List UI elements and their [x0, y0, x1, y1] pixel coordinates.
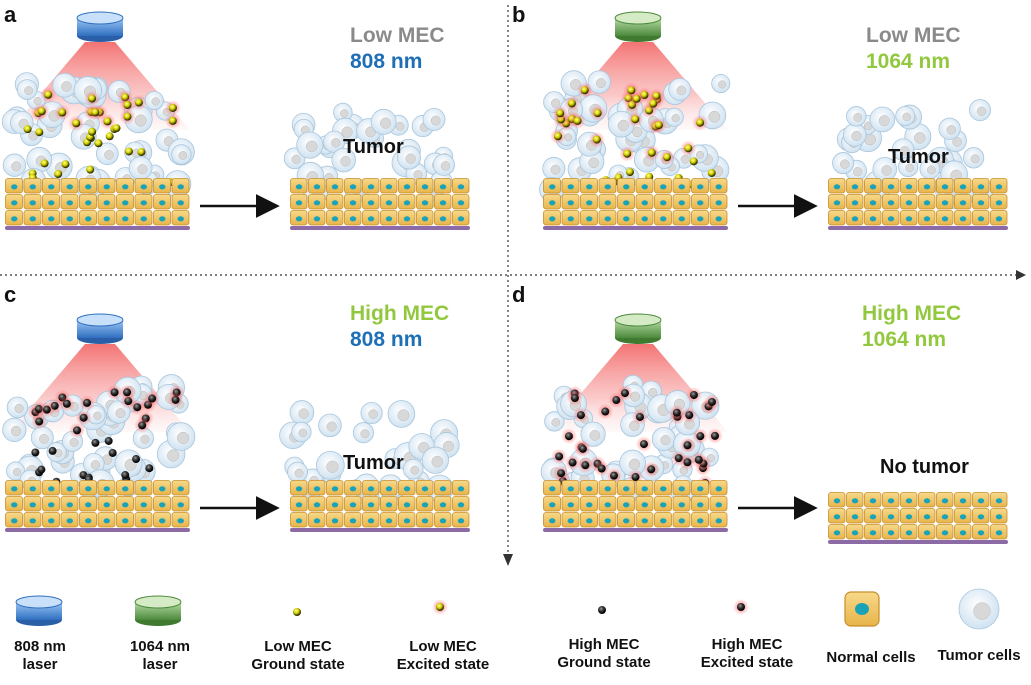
horizontal-divider-arrow [1016, 270, 1026, 280]
legend-1064-laser [134, 595, 182, 626]
panel-d-scene [540, 313, 1008, 544]
laser-1064-icon [134, 595, 182, 626]
legend-low-mec-ground-label: Low MEC Ground state [251, 638, 345, 673]
basement-membrane [543, 528, 728, 532]
vertical-divider-arrow [503, 554, 513, 566]
basement-membrane [5, 528, 190, 532]
laser-1064-icon [614, 313, 662, 344]
laser-808-icon [76, 313, 124, 344]
normal-tissue [290, 480, 470, 532]
basement-membrane [543, 226, 728, 230]
legend-normal-cell [844, 591, 880, 627]
nanoparticles [550, 82, 716, 189]
legend-tumor-cells-label: Tumor cells [937, 647, 1021, 664]
legend-1064-laser-label: 1064 nm laser [129, 638, 191, 673]
legend-high-mec-excited-label: High MEC Excited state [700, 636, 794, 671]
panel-c-outcome-label: Tumor [343, 452, 404, 474]
panel-d-outcome-label: No tumor [880, 456, 969, 478]
legend-808-laser [15, 595, 63, 626]
panel-d-mec-label: High MEC [862, 302, 962, 325]
panel-c-scene [2, 313, 470, 532]
legend-tumor-cell [958, 588, 1000, 630]
normal-tissue [5, 178, 190, 230]
panel-a-scene [1, 11, 470, 230]
basement-membrane [290, 528, 470, 532]
panel-a-wavelength-label: 808 nm [350, 50, 423, 73]
normal-tissue [5, 480, 190, 532]
panel-letter-c: c [4, 282, 17, 307]
basement-membrane [828, 540, 1008, 544]
normal-tissue [828, 178, 1008, 230]
panel-b-mec-label: Low MEC [866, 24, 961, 47]
legend-high-mec-ground-label: High MEC Ground state [557, 636, 651, 671]
legend-808-laser-label: 808 nm laser [14, 638, 66, 673]
basement-membrane [290, 226, 470, 230]
legend-low-mec-excited-label: Low MEC Excited state [396, 638, 490, 673]
panel-c-mec-label: High MEC [350, 302, 450, 325]
laser-1064-icon [614, 11, 662, 42]
panel-d-wavelength-label: 1064 nm [862, 328, 947, 351]
legend-high-mec-ground-dot [598, 606, 606, 614]
panel-letter-a: a [4, 2, 17, 27]
panel-b-scene [539, 11, 1008, 230]
basement-membrane [828, 226, 1008, 230]
panel-b-wavelength-label: 1064 nm [866, 50, 951, 73]
legend-high-mec-excited-dot [733, 599, 749, 615]
panel-c-wavelength-label: 808 nm [350, 328, 423, 351]
legend-normal-cells-label: Normal cells [826, 649, 916, 666]
normal-tissue [828, 492, 1008, 544]
nanoparticles [27, 384, 185, 490]
legend-low-mec-excited-dot [432, 599, 448, 615]
panel-a-outcome-label: Tumor [343, 136, 404, 158]
panel-b-outcome-label: Tumor [888, 146, 949, 168]
normal-tissue [290, 178, 470, 230]
laser-808-icon [15, 595, 63, 626]
panel-letter-d: d [512, 282, 526, 307]
normal-tissue [543, 178, 728, 230]
legend-low-mec-ground-dot [293, 608, 301, 616]
panel-letter-b: b [512, 2, 526, 27]
normal-tissue [543, 480, 728, 532]
basement-membrane [5, 226, 190, 230]
laser-808-icon [76, 11, 124, 42]
panel-a-mec-label: Low MEC [350, 24, 445, 47]
nanoparticles [23, 86, 181, 188]
